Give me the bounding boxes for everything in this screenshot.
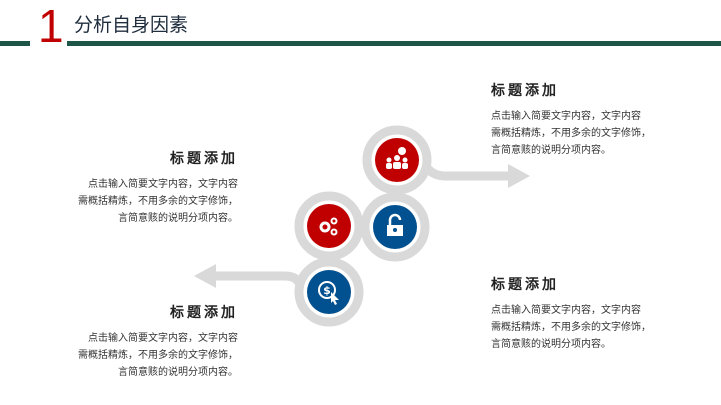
circle-blue-dollar <box>307 270 351 314</box>
arrow-left-shaft <box>212 271 305 287</box>
block-title: 标题添加 <box>491 277 559 293</box>
desc-line: 点击输入简要文字内容，文字内容 <box>88 333 238 344</box>
unlock-icon <box>387 213 403 236</box>
desc-line: 需概括精炼，不用多余的文字修饰， <box>78 350 238 361</box>
people-money-icon <box>386 147 408 169</box>
desc-line: 言简意赅的说明分项内容。 <box>491 145 611 156</box>
ring-4 <box>294 257 364 327</box>
desc-line: 需概括精炼，不用多余的文字修饰， <box>491 322 651 333</box>
desc-line: 点击输入简要文字内容，文字内容 <box>491 305 641 316</box>
ring-3 <box>294 191 364 261</box>
header-line-right <box>67 41 721 46</box>
ring-1 <box>362 125 432 195</box>
block-bottom-right: 标题添加 点击输入简要文字内容，文字内容需概括精炼，不用多余的文字修饰， 言简意赅… <box>491 274 681 353</box>
svg-text:$: $ <box>323 284 331 297</box>
block-title: 标题添加 <box>491 83 559 99</box>
desc-line: 点击输入简要文字内容，文字内容 <box>491 111 641 122</box>
ring-2 <box>360 192 430 262</box>
desc-line: 需概括精炼，不用多余的文字修饰， <box>491 128 651 139</box>
arrow-right-shaft <box>421 162 512 181</box>
gears-icon <box>319 217 338 236</box>
dollar-click-icon: $ <box>318 281 339 305</box>
block-title: 标题添加 <box>170 151 238 167</box>
arrow-right-head <box>508 164 530 188</box>
block-top-right: 标题添加 点击输入简要文字内容，文字内容需概括精炼，不用多余的文字修饰， 言简意赅… <box>491 80 681 159</box>
block-top-left: 标题添加 点击输入简要文字内容，文字内容需概括精炼，不用多余的文字修饰， 言简意赅… <box>48 148 238 227</box>
block-bottom-left: 标题添加 点击输入简要文字内容，文字内容需概括精炼，不用多余的文字修饰， 言简意赅… <box>48 302 238 381</box>
header-line-left <box>0 41 30 46</box>
block-title: 标题添加 <box>170 305 238 321</box>
desc-line: 言简意赅的说明分项内容。 <box>118 213 238 224</box>
desc-line: 需概括精炼，不用多余的文字修饰， <box>78 196 238 207</box>
desc-line: 言简意赅的说明分项内容。 <box>118 367 238 378</box>
arrow-left-head <box>194 264 216 288</box>
desc-line: 点击输入简要文字内容，文字内容 <box>88 179 238 190</box>
desc-line: 言简意赅的说明分项内容。 <box>491 339 611 350</box>
section-number: 1 <box>38 0 64 52</box>
page-title: 分析自身因素 <box>74 14 189 36</box>
